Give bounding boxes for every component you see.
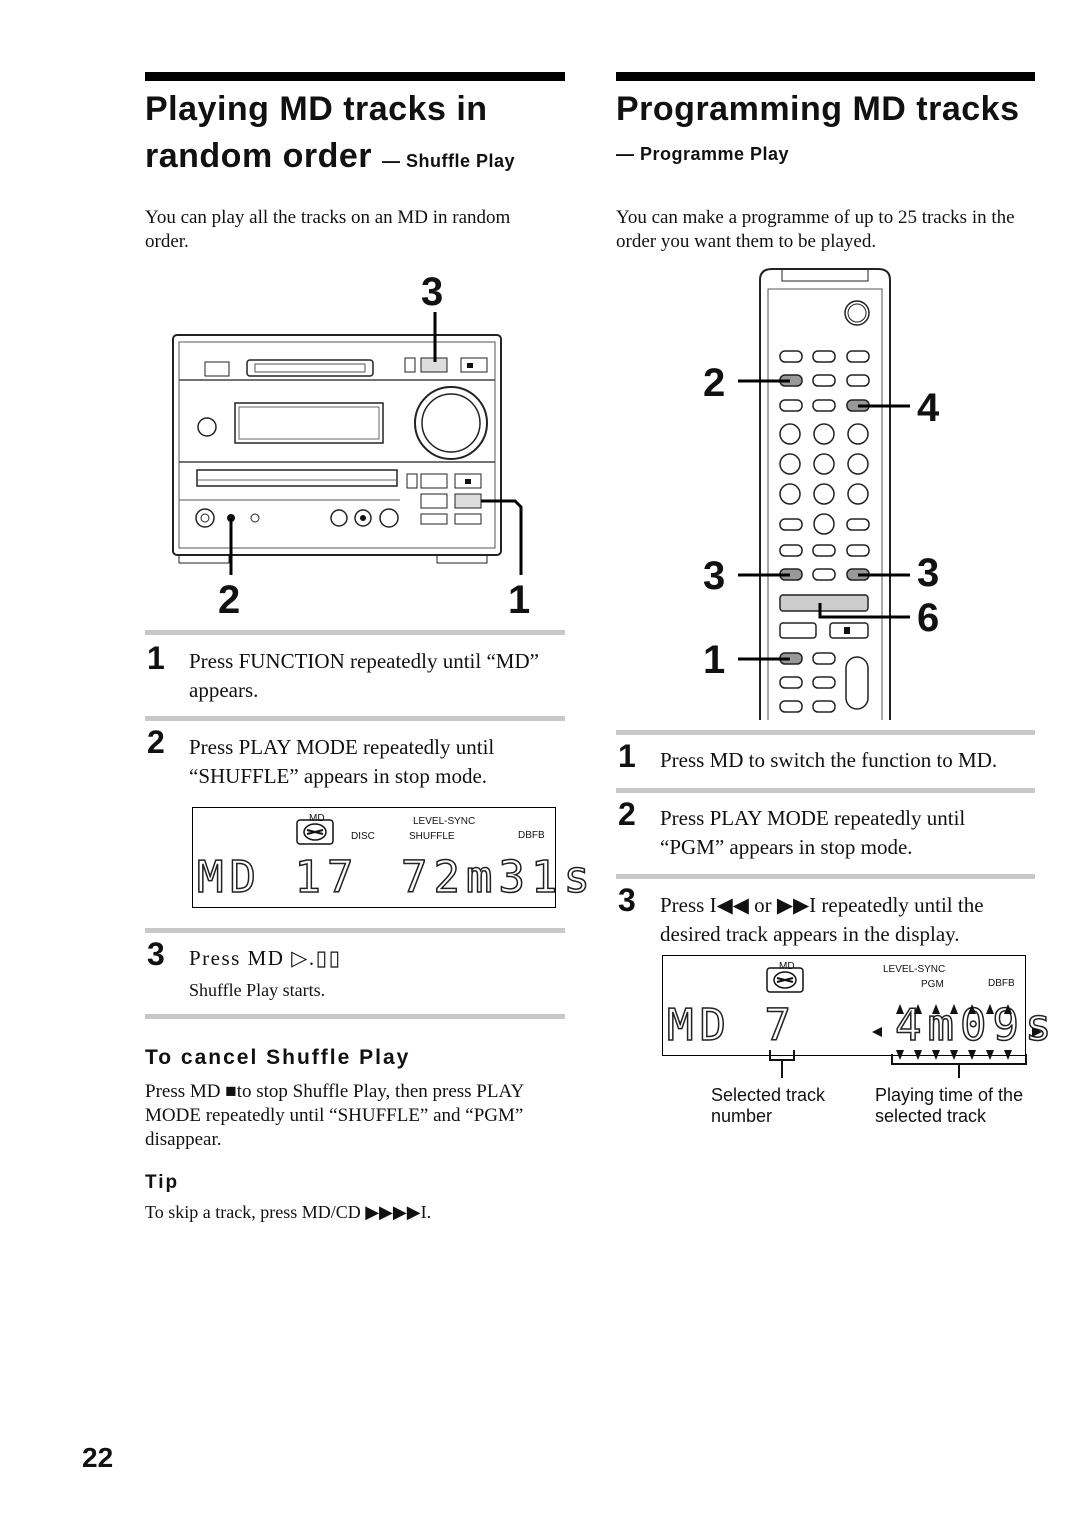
level-sync-label: LEVEL-SYNC [413, 816, 476, 827]
step-divider [145, 630, 565, 635]
callout-4: 4 [917, 386, 940, 430]
step-text: Press MD ▷.▯▯ [189, 946, 342, 970]
tip-heading: Tip [145, 1172, 180, 1193]
callout-2: 2 [218, 578, 241, 622]
lcd-display-shuffle: MD LEVEL-SYNC DISC SHUFFLE DBFB MD 17 72… [192, 807, 591, 908]
callout-6: 6 [917, 596, 940, 640]
lcd-left-digits: MD 7 [666, 999, 797, 1052]
step-number: 1 [618, 738, 636, 774]
step-text: Press I◀◀ or ▶▶I repeatedly until the de… [660, 893, 984, 946]
step-number: 2 [147, 724, 165, 760]
caption-playing-time: Playing time of the selected track [875, 1085, 1024, 1126]
dbfb-label: DBFB [518, 830, 545, 841]
md-disc-icon [766, 967, 804, 993]
page-title-left: Playing MD tracks in [145, 90, 488, 128]
lcd-left-digits: MD 17 [196, 851, 360, 904]
step-number: 2 [618, 796, 636, 832]
step-number: 3 [618, 882, 636, 918]
page-title-left-line2: random order — Shuffle Play [145, 137, 516, 175]
md-label: MD [309, 813, 325, 824]
step-text: Press FUNCTION repeatedly until “MD” app… [189, 649, 539, 702]
md-disc-icon [296, 819, 334, 845]
step-divider [616, 788, 1035, 793]
cancel-text: Press MD ■to stop Shuffle Play, then pre… [145, 1081, 524, 1150]
page-title-right: Programming MD tracks [616, 90, 1020, 128]
md-label: MD [779, 961, 795, 972]
subtitle-left: — Shuffle Play [382, 151, 516, 171]
callout-1: 1 [703, 638, 726, 682]
step-text: Press PLAY MODE repeatedly until “SHUFFL… [189, 735, 495, 788]
step-divider [616, 874, 1035, 879]
callout-1: 1 [508, 578, 531, 622]
blinking-indicator-marks [872, 1004, 1042, 1078]
lcd-display-pgm: MD LEVEL-SYNC PGM DBFB MD 7 4m09s [662, 955, 1052, 1056]
step-text: Press MD to switch the function to MD. [660, 748, 998, 772]
step-number: 3 [147, 936, 165, 972]
step-divider [145, 716, 565, 721]
callout-2: 2 [703, 361, 726, 405]
stereo-unit-illustration [172, 312, 523, 575]
intro-right: You can make a programme of up to 25 tra… [616, 207, 1015, 252]
shuffle-label: SHUFFLE [409, 831, 455, 842]
intro-left: You can play all the tracks on an MD in … [145, 207, 511, 252]
caption-selected-track: Selected track number [711, 1085, 826, 1126]
step-divider [616, 730, 1035, 735]
remote-control-illustration [738, 268, 910, 720]
track-bracket [769, 1050, 795, 1078]
section-rule [145, 72, 565, 81]
level-sync-label: LEVEL-SYNC [883, 964, 946, 975]
lcd-right-digits: 72m31s [400, 851, 596, 904]
dbfb-label: DBFB [988, 978, 1015, 989]
subtitle-right: — Programme Play [616, 144, 790, 164]
callout-3: 3 [421, 270, 444, 314]
step-number: 1 [147, 640, 165, 676]
callout-3: 3 [917, 551, 940, 595]
section-rule [616, 72, 1035, 81]
page-number: 22 [82, 1442, 114, 1473]
tip-text: To skip a track, press MD/CD ▶▶▶▶I. [145, 1202, 432, 1222]
cancel-heading: To cancel Shuffle Play [145, 1046, 411, 1069]
step-divider [145, 928, 565, 933]
section-divider [145, 1014, 565, 1019]
callout-3: 3 [703, 554, 726, 598]
step-detail: Shuffle Play starts. [189, 980, 326, 1000]
step-text: Press PLAY MODE repeatedly until “PGM” a… [660, 806, 966, 859]
disc-label: DISC [351, 831, 375, 842]
pgm-label: PGM [921, 979, 944, 990]
